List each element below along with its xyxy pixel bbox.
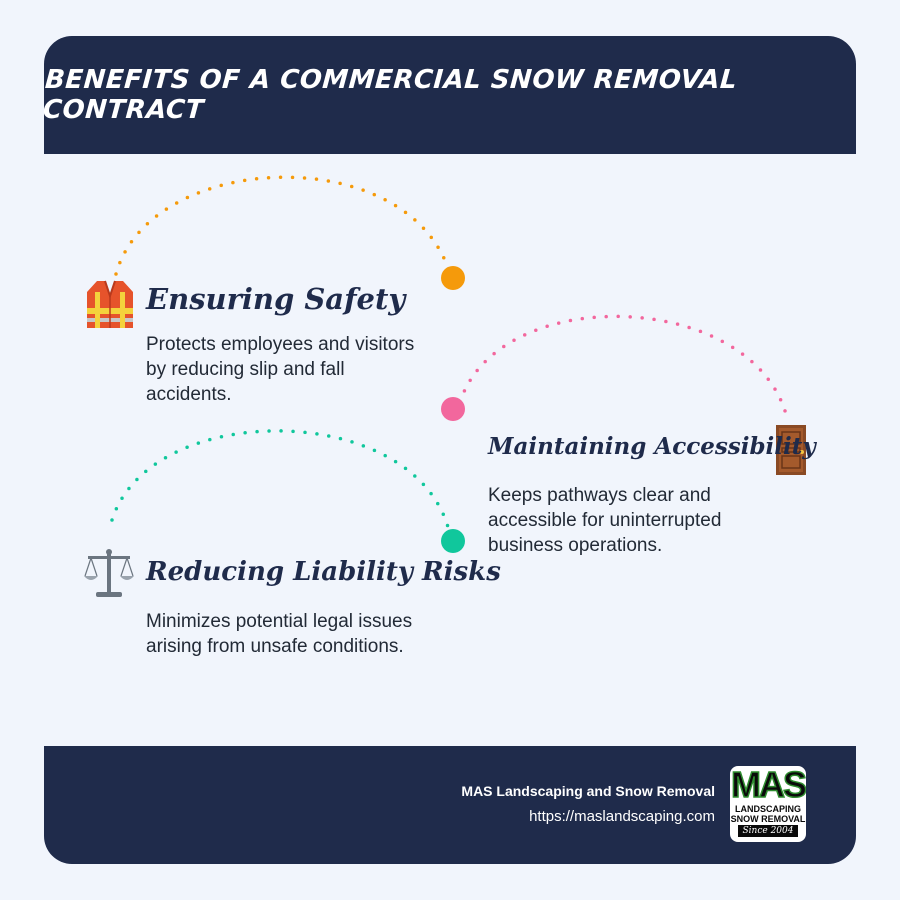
benefit-heading: Reducing Liability Risks bbox=[146, 557, 501, 587]
benefit-description: Keeps pathways clear and accessible for … bbox=[488, 485, 722, 556]
benefit-heading: Ensuring Safety bbox=[146, 282, 406, 316]
website-link[interactable]: https://maslandscaping.com bbox=[529, 808, 715, 825]
safety-dot bbox=[441, 266, 465, 290]
liability-arc bbox=[110, 429, 450, 529]
benefit-description: Minimizes potential legal issues arising… bbox=[146, 611, 413, 657]
logo-since: Since 2004 bbox=[738, 825, 798, 837]
company-name: MAS Landscaping and Snow Removal bbox=[461, 783, 715, 799]
safety-vest-icon bbox=[87, 280, 133, 328]
accessibility-arc bbox=[458, 314, 790, 424]
logo-line-snow-removal: SNOW REMOVAL bbox=[730, 814, 806, 824]
liability-dot bbox=[441, 529, 465, 553]
benefit-heading: Maintaining Accessibility bbox=[488, 433, 816, 460]
company-logo: MAS LANDSCAPING SNOW REMOVAL Since 2004 bbox=[730, 766, 806, 842]
logo-mark: MAS bbox=[730, 766, 806, 805]
footer-banner: MAS Landscaping and Snow Removal https:/… bbox=[44, 746, 856, 864]
accessibility-dot bbox=[441, 397, 465, 421]
benefit-description: Protects employees and visitors by reduc… bbox=[146, 334, 415, 405]
balance-scale-icon bbox=[84, 549, 134, 597]
header-banner: BENEFITS OF A COMMERCIAL SNOW REMOVAL CO… bbox=[42, 36, 856, 154]
door-icon bbox=[776, 425, 806, 475]
logo-line-landscaping: LANDSCAPING bbox=[734, 804, 801, 814]
safety-arc bbox=[114, 175, 452, 276]
